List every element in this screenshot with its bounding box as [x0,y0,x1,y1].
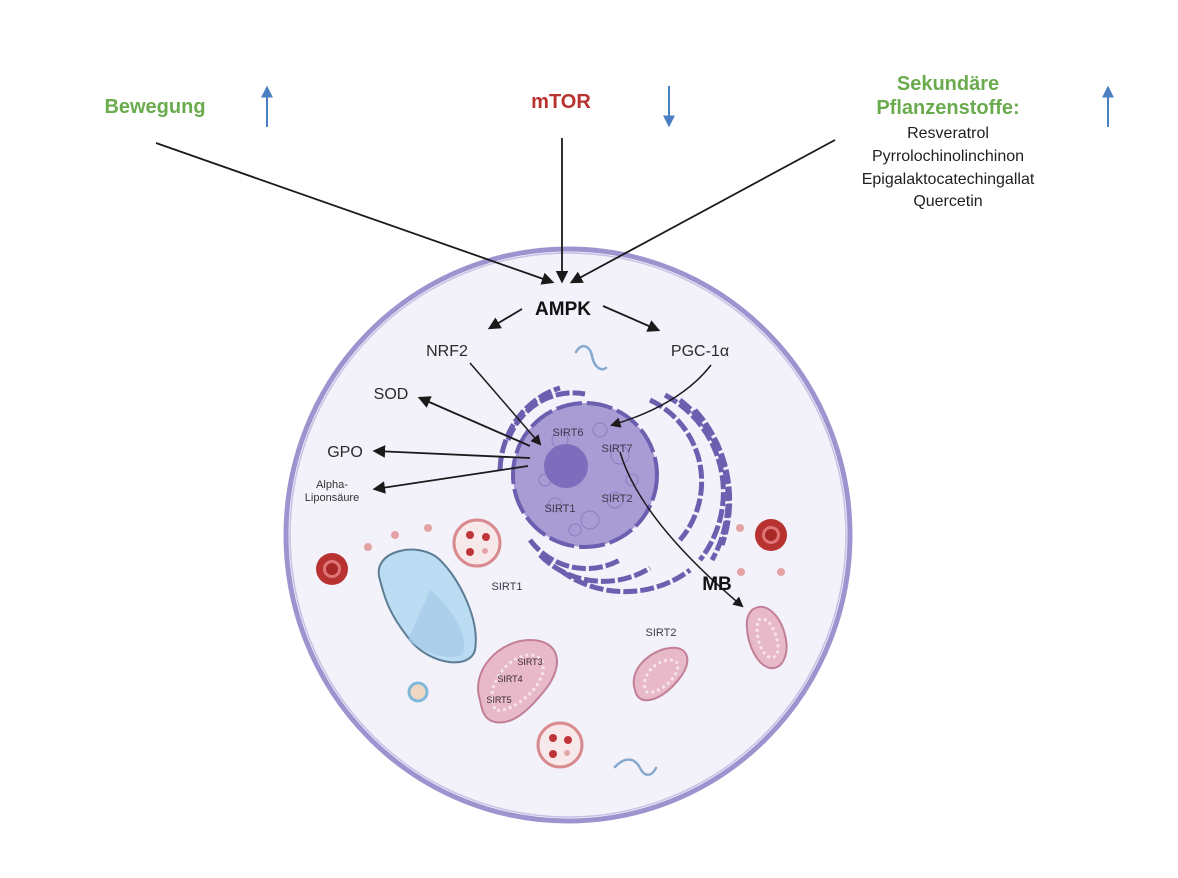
ampk-label: AMPK [535,299,591,320]
arrow-nucleus-to-gpo [372,445,531,459]
mitochondrion-target [745,605,788,670]
gpo-label: GPO [327,444,363,461]
mito-label-sirt5: SIRT5 [486,695,511,705]
vesicle-dots [364,524,785,576]
lipid-droplet [316,553,348,585]
mrna-squiggle [613,758,658,776]
pflanzenstoff-item: Epigalaktocatechingallat [862,171,1035,188]
endoplasmic-reticulum [497,385,733,595]
arrow-ampk-to-nrf2 [487,308,523,330]
cytoplasm-label-sirt2: SIRT2 [646,627,677,639]
nucleus-label-sirt7: SIRT7 [602,443,633,455]
pflanzenstoff-item: Resveratrol [907,125,989,142]
arrow-nucleus-to-sod [417,396,531,447]
mitochondrion-large [477,638,558,724]
pflanzenstoffe-title-1: Sekundäre [897,73,999,95]
vacuole-shade [408,590,465,658]
lysosome [536,721,584,769]
nucleus-label-sirt1: SIRT1 [545,503,576,515]
cytoplasm-label-sirt1: SIRT1 [492,581,523,593]
nucleolus [544,444,588,488]
sod-label: SOD [374,386,409,403]
ala-label-1: Alpha- [316,479,348,491]
arrow-pflanzenstoffe-to-ampk [569,139,836,284]
cell-membrane-inner [289,252,847,818]
arrow-bewegung-to-ampk [155,142,555,285]
arrow-sirt7-to-mitochondrion [619,451,744,608]
arrow-nucleus-to-ala [372,465,529,494]
chromatin [538,422,639,537]
mrna-squiggle [574,344,608,371]
bewegung-label: Bewegung [104,96,205,118]
pflanzenstoffe-title-2: Pflanzenstoffe: [876,97,1019,119]
mito-label-sirt3: SIRT3 [517,657,542,667]
peroxisome [407,681,429,703]
mb-label: MB [702,574,732,595]
arrow-pgc1a-to-nucleus [609,364,712,428]
mitochondrion-small [632,646,689,702]
pgc1a-label: PGC-1α [671,343,729,360]
ala-label-2: Liponsäure [305,492,359,504]
mtor-label: mTOR [531,91,591,113]
lysosome [452,518,502,568]
mito-label-sirt4: SIRT4 [497,674,522,684]
lipid-droplet [755,519,787,551]
nucleus-label-sirt6: SIRT6 [553,427,584,439]
nucleus-label-sirt2: SIRT2 [602,493,633,505]
nrf2-label: NRF2 [426,343,468,360]
pflanzenstoff-item: Pyrrolochinolinchinon [872,148,1024,165]
arrow-nrf2-to-nucleus [469,362,542,446]
arrow-ampk-to-pgc1a [602,305,661,332]
pflanzenstoff-item: Quercetin [913,193,982,210]
